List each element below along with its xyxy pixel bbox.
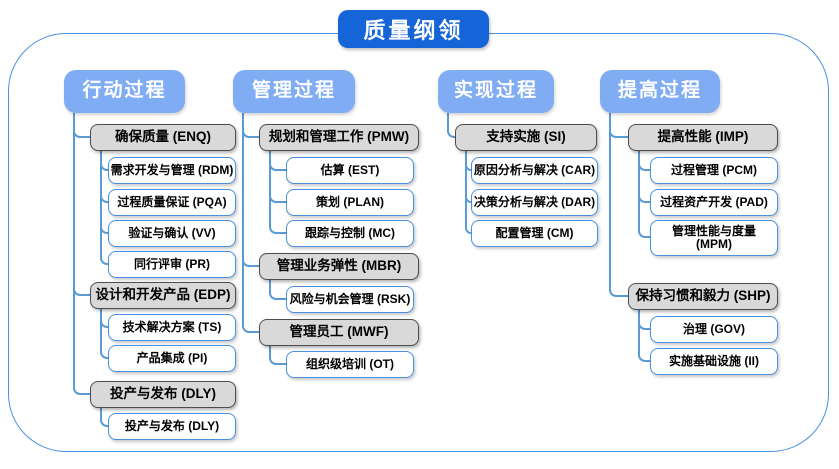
- child-box: 过程管理 (PCM): [650, 157, 778, 184]
- child-box: 决策分析与解决 (DAR): [471, 189, 598, 216]
- child-box: 跟踪与控制 (MC): [286, 220, 414, 247]
- child-box: 配置管理 (CM): [471, 220, 598, 247]
- connector-line: [447, 113, 455, 138]
- group-box: 支持实施 (SI): [455, 124, 597, 151]
- connector-line: [100, 151, 108, 265]
- group-box: 保持习惯和毅力 (SHP): [628, 283, 778, 310]
- connector-line: [638, 310, 650, 362]
- child-box: 同行评审 (PR): [108, 251, 236, 278]
- child-box: 验证与确认 (VV): [108, 220, 236, 247]
- connector-line: [638, 151, 650, 238]
- group-box: 确保质量 (ENQ): [90, 124, 236, 151]
- child-box: 原因分析与解决 (CAR): [471, 157, 598, 184]
- group-box: 提高性能 (IMP): [628, 124, 778, 151]
- group-box: 管理员工 (MWF): [259, 319, 419, 346]
- connector-line: [73, 113, 90, 395]
- column-header-2: 管理过程: [233, 70, 355, 113]
- connector-line: [465, 151, 471, 234]
- diagram-title: 质量纲领: [338, 10, 489, 48]
- child-box: 风险与机会管理 (RSK): [286, 286, 414, 313]
- connector-line: [269, 346, 286, 365]
- connector-line: [609, 113, 628, 297]
- connector-line: [242, 113, 259, 333]
- group-box: 管理业务弹性 (MBR): [259, 253, 419, 280]
- child-box: 治理 (GOV): [650, 316, 778, 343]
- child-box: 策划 (PLAN): [286, 189, 414, 216]
- child-box: 过程资产开发 (PAD): [650, 189, 778, 216]
- connector-line: [269, 280, 286, 300]
- child-box: 实施基础设施 (II): [650, 348, 778, 375]
- child-box: 投产与发布 (DLY): [108, 413, 236, 440]
- column-header-1: 行动过程: [64, 70, 185, 113]
- child-box: 估算 (EST): [286, 157, 414, 184]
- group-box: 投产与发布 (DLY): [90, 381, 236, 408]
- child-box: 组织级培训 (OT): [286, 351, 414, 378]
- column-header-3: 实现过程: [438, 70, 554, 113]
- child-box: 需求开发与管理 (RDM): [108, 157, 236, 184]
- connector-line: [100, 309, 108, 359]
- child-box: 过程质量保证 (PQA): [108, 189, 236, 216]
- column-header-4: 提高过程: [600, 70, 720, 113]
- connector-line: [100, 408, 108, 427]
- group-box: 规划和管理工作 (PMW): [259, 124, 419, 151]
- group-box: 设计和开发产品 (EDP): [90, 282, 236, 309]
- child-box: 技术解决方案 (TS): [108, 314, 236, 341]
- child-box: 管理性能与度量 (MPM): [650, 220, 778, 256]
- connector-line: [269, 151, 286, 234]
- child-box: 产品集成 (PI): [108, 345, 236, 372]
